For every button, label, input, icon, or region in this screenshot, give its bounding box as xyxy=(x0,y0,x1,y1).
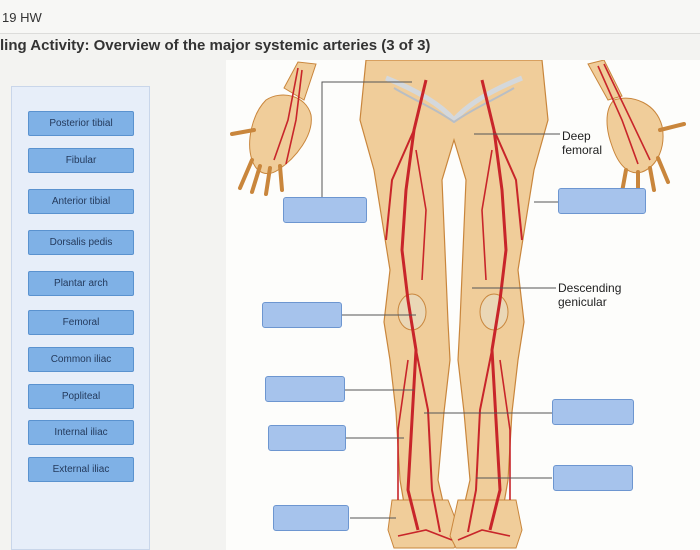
drop-target-ankle-right[interactable] xyxy=(553,465,633,491)
deep-femoral-label: Deep femoral xyxy=(560,129,604,157)
label-chip-internal-iliac[interactable]: Internal iliac xyxy=(28,420,134,445)
descending-genicular-label-line1: Descending xyxy=(558,281,621,295)
deep-femoral-label-line2: femoral xyxy=(562,143,602,157)
label-chip-plantar-arch[interactable]: Plantar arch xyxy=(28,271,134,296)
label-chip-common-iliac[interactable]: Common iliac xyxy=(28,347,134,372)
label-bank: Posterior tibial Fibular Anterior tibial… xyxy=(11,86,150,550)
drop-target-foot-left[interactable] xyxy=(273,505,349,531)
label-chip-popliteal[interactable]: Popliteal xyxy=(28,384,134,409)
descending-genicular-label: Descending genicular xyxy=(556,281,623,309)
descending-genicular-label-line2: genicular xyxy=(558,295,621,309)
drop-target-thigh-right[interactable] xyxy=(558,188,646,214)
drop-target-common-iliac-area[interactable] xyxy=(283,197,367,223)
label-chip-posterior-tibial[interactable]: Posterior tibial xyxy=(28,111,134,136)
header-divider xyxy=(0,33,700,34)
drop-target-leg-left[interactable] xyxy=(268,425,346,451)
assignment-header: 19 HW xyxy=(0,0,700,33)
drop-target-knee-left[interactable] xyxy=(265,376,345,402)
label-chip-dorsalis-pedis[interactable]: Dorsalis pedis xyxy=(28,230,134,255)
label-chip-fibular[interactable]: Fibular xyxy=(28,148,134,173)
deep-femoral-label-line1: Deep xyxy=(562,129,602,143)
assignment-title: 19 HW xyxy=(2,10,42,25)
activity-title: ling Activity: Overview of the major sys… xyxy=(0,37,430,54)
drop-target-thigh-left[interactable] xyxy=(262,302,342,328)
label-chip-femoral[interactable]: Femoral xyxy=(28,310,134,335)
label-chip-external-iliac[interactable]: External iliac xyxy=(28,457,134,482)
label-chip-anterior-tibial[interactable]: Anterior tibial xyxy=(28,189,134,214)
drop-target-leg-right[interactable] xyxy=(552,399,634,425)
